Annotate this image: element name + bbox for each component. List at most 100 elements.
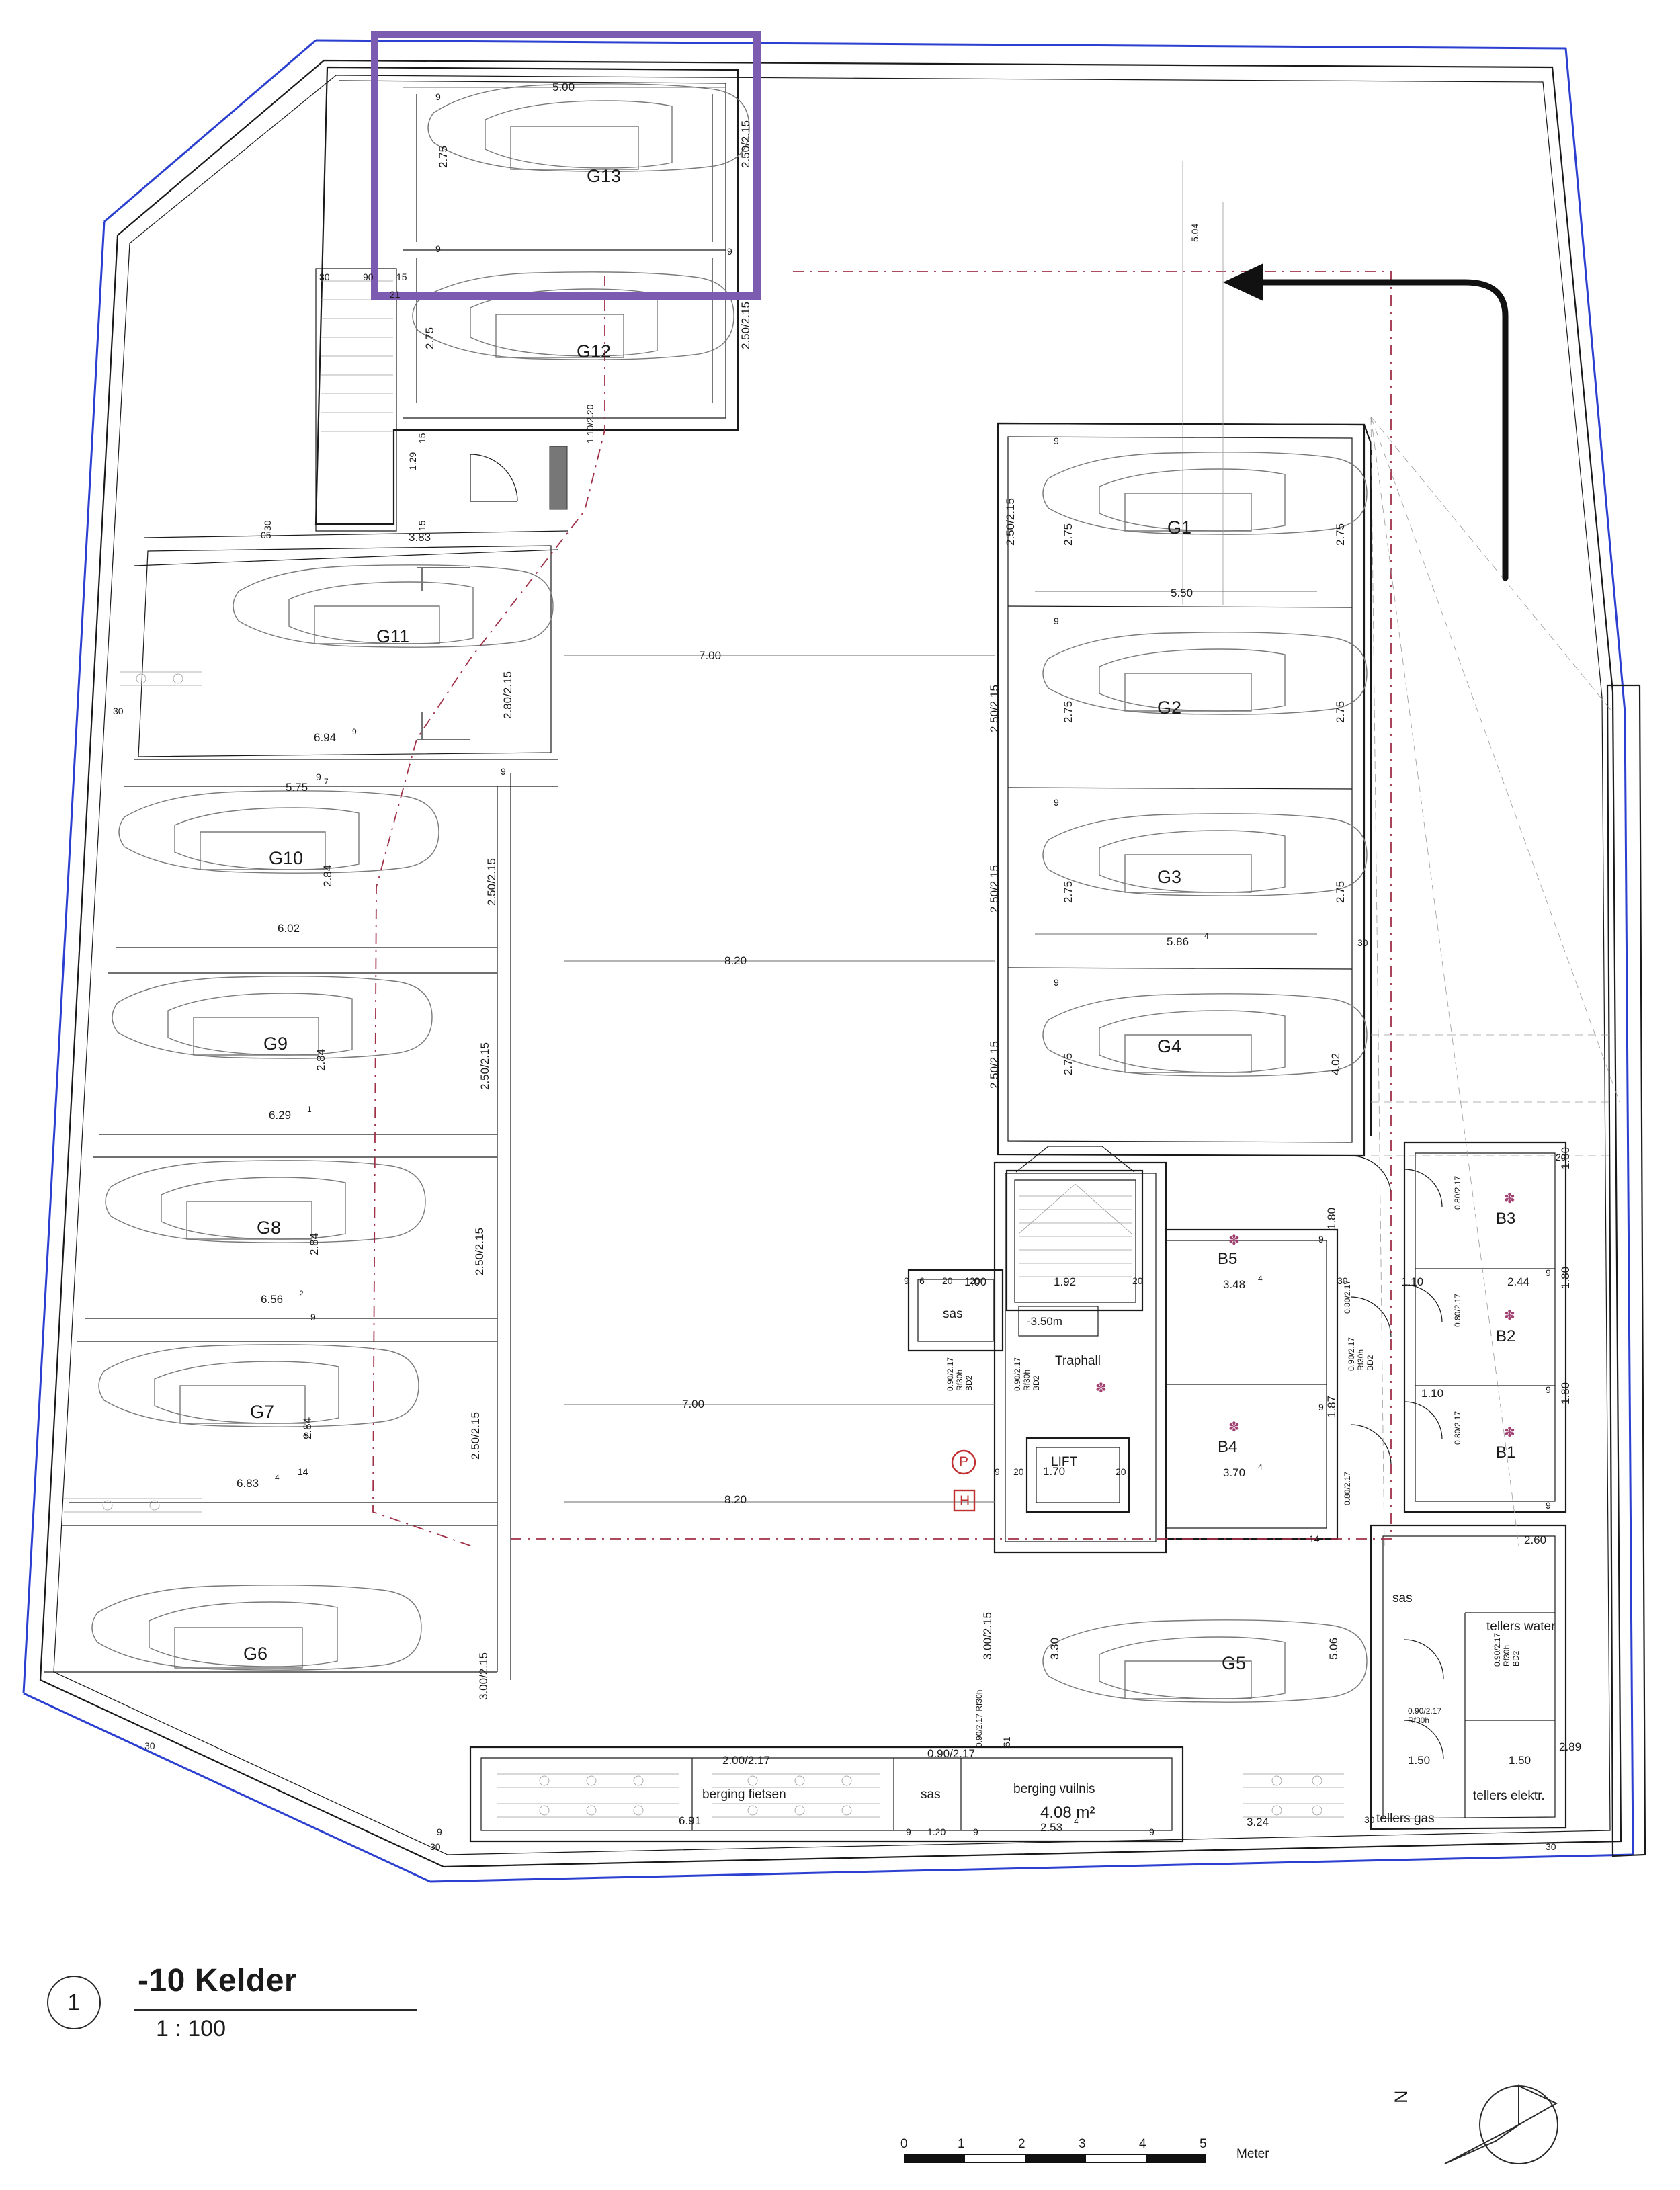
dim-v-G1-width2: 2.75 [1334,523,1347,546]
dim-9-b4: 9 [1318,1402,1324,1413]
dim-9-b3: 9 [1546,1267,1551,1278]
door-spec-B2: 0.80/2.17 [1453,1293,1462,1327]
dim-v-G7: 2.50/2.15 [469,1412,482,1460]
room-label-berging-fietsen: berging fietsen [702,1787,786,1802]
scale-tick-0: 0 [900,2137,908,2151]
room-label-sas-3: sas [921,1787,941,1802]
dim-v-2-84-G10: 2.84 [321,864,334,887]
dim-30-a: 30 [319,271,330,282]
dim-5-75-sup: 7 [324,777,329,786]
dim-2-44: 2.44 [1507,1275,1530,1288]
dim-20-f: 20 [942,1275,953,1286]
dim-v-2-84-G9: 2.84 [314,1048,327,1071]
scale-tick-4: 4 [1139,2137,1146,2151]
room-area-B5-sup: 4 [1258,1274,1263,1283]
room-area-B4: 3.70 [1223,1466,1246,1479]
dim-6-83: 6.83 [237,1477,259,1490]
dim-door-0-90-2-17-top: 0.90/2.17 [927,1747,975,1760]
dim-14-a: 14 [298,1466,308,1477]
selection-highlight[interactable] [371,31,761,300]
parking-symbol: P [959,1454,969,1470]
dim-v-B3: 1.80 [1559,1146,1572,1169]
dim-14-b: 14 [1309,1533,1320,1544]
dim-v-G12-depth: 2.50/2.15 [739,302,752,349]
dim-9-g3: 9 [1054,797,1059,808]
dim-v-B1: 1.80 [1559,1382,1572,1404]
dim-v-G5-depth: 3.00/2.15 [981,1612,994,1660]
dim-v-B4: 1.87 [1325,1395,1338,1418]
dim-door-2-00-2-17: 2.00/2.17 [722,1754,770,1767]
svg-text:✽: ✽ [1504,1191,1515,1206]
svg-text:✽: ✽ [1228,1233,1240,1248]
scale-tick-5: 5 [1200,2137,1207,2151]
level-marker: -3.50m [1027,1315,1062,1328]
dim-20-d: 20 [1013,1466,1024,1477]
dim-8-20-b: 8.20 [724,1493,747,1506]
dim-05: 05 [261,530,271,540]
dim-v-G13-width: 2.75 [437,145,450,168]
dim-5-50: 5.50 [1171,587,1193,599]
hydrant-symbol: H [960,1493,970,1509]
dim-9-top-b: 9 [435,243,441,254]
dim-v-G8: 2.50/2.15 [473,1228,486,1275]
title-rule [134,2009,417,2011]
room-area-B5: 3.48 [1223,1278,1246,1291]
dim-6-02: 6.02 [278,922,300,935]
scale-label: 1 : 100 [156,2016,226,2041]
dim-90-a: 90 [363,271,374,282]
stall-label-G11: G11 [376,626,410,646]
stall-label-G8: G8 [257,1218,282,1238]
stall-label-G7: G7 [250,1402,275,1422]
dim-1-00: 1.00 [964,1275,987,1288]
north-label: N [1391,2090,1411,2104]
dim-v-G13-depth: 2.50/2.15 [739,120,752,168]
room-label-B2: B2 [1496,1327,1516,1345]
stall-label-G9: G9 [263,1034,288,1054]
dim-9-b: 9 [995,1466,1000,1477]
page-title: -10 Kelder [138,1963,298,1998]
scale-tick-2: 2 [1018,2137,1025,2151]
dim-21: 21 [390,289,401,300]
room-label-berging-vuilnis: berging vuilnis [1013,1782,1095,1796]
dim-9-a: 9 [904,1275,909,1286]
door-spec-sas-bottom: 0.90/2.17 Rf30h [974,1689,984,1747]
stall-label-G5: G5 [1222,1653,1247,1673]
dim-v-B2: 1.80 [1559,1266,1572,1289]
dim-v-G6: 3.00/2.15 [477,1652,490,1700]
dim-9-g4: 9 [1054,977,1059,988]
dim-9-f: 9 [437,1826,442,1837]
dim-20-e: 20 [1116,1466,1126,1477]
dim-v-G4-depth: 2.50/2.15 [988,1041,1001,1089]
dim-6-29: 6.29 [269,1109,292,1122]
stall-label-G6: G6 [243,1644,268,1664]
dim-v-2-80-2-15: 2.80/2.15 [501,671,514,719]
dim-v-61: 61 [1001,1736,1012,1747]
dim-9-left-c: 9 [310,1312,316,1322]
dim-v-G3-depth: 2.50/2.15 [988,865,1001,913]
dim-v-G12-width: 2.75 [423,327,436,349]
dim-v-0-80-2-17-a: 0.80/2.17 [1343,1279,1352,1314]
stall-label-G4: G4 [1157,1036,1182,1056]
dim-30-e: 30 [1357,937,1368,948]
dim-6-a: 6 [919,1275,925,1286]
dim-v-G5-width: 3.30 [1048,1637,1061,1660]
dim-30-f: 30 [1337,1275,1348,1286]
dim-9-g2: 9 [1054,616,1059,626]
room-label-traphall: Traphall [1055,1354,1101,1368]
dim-9-b5: 9 [1318,1234,1324,1245]
dim-6-94-sup: 9 [352,727,357,736]
dim-v-G2-width: 2.75 [1062,700,1075,723]
stall-label-G10: G10 [269,848,304,868]
dim-9-left-d: 9 [304,1430,309,1441]
dim-1-10-b: 1.10 [1421,1387,1444,1400]
dim-v-G4-width2: 4.02 [1329,1052,1342,1075]
room-area-B4-sup: 4 [1258,1462,1263,1472]
svg-text:✽: ✽ [1228,1420,1240,1435]
dim-6-56-sup: 2 [299,1289,304,1298]
dim-9-c: 9 [973,1826,978,1837]
scale-tick-1: 1 [958,2137,965,2151]
room-label-B3: B3 [1496,1210,1516,1228]
dim-6-29-sup: 1 [307,1105,312,1114]
svg-text:✽: ✽ [1095,1381,1107,1396]
